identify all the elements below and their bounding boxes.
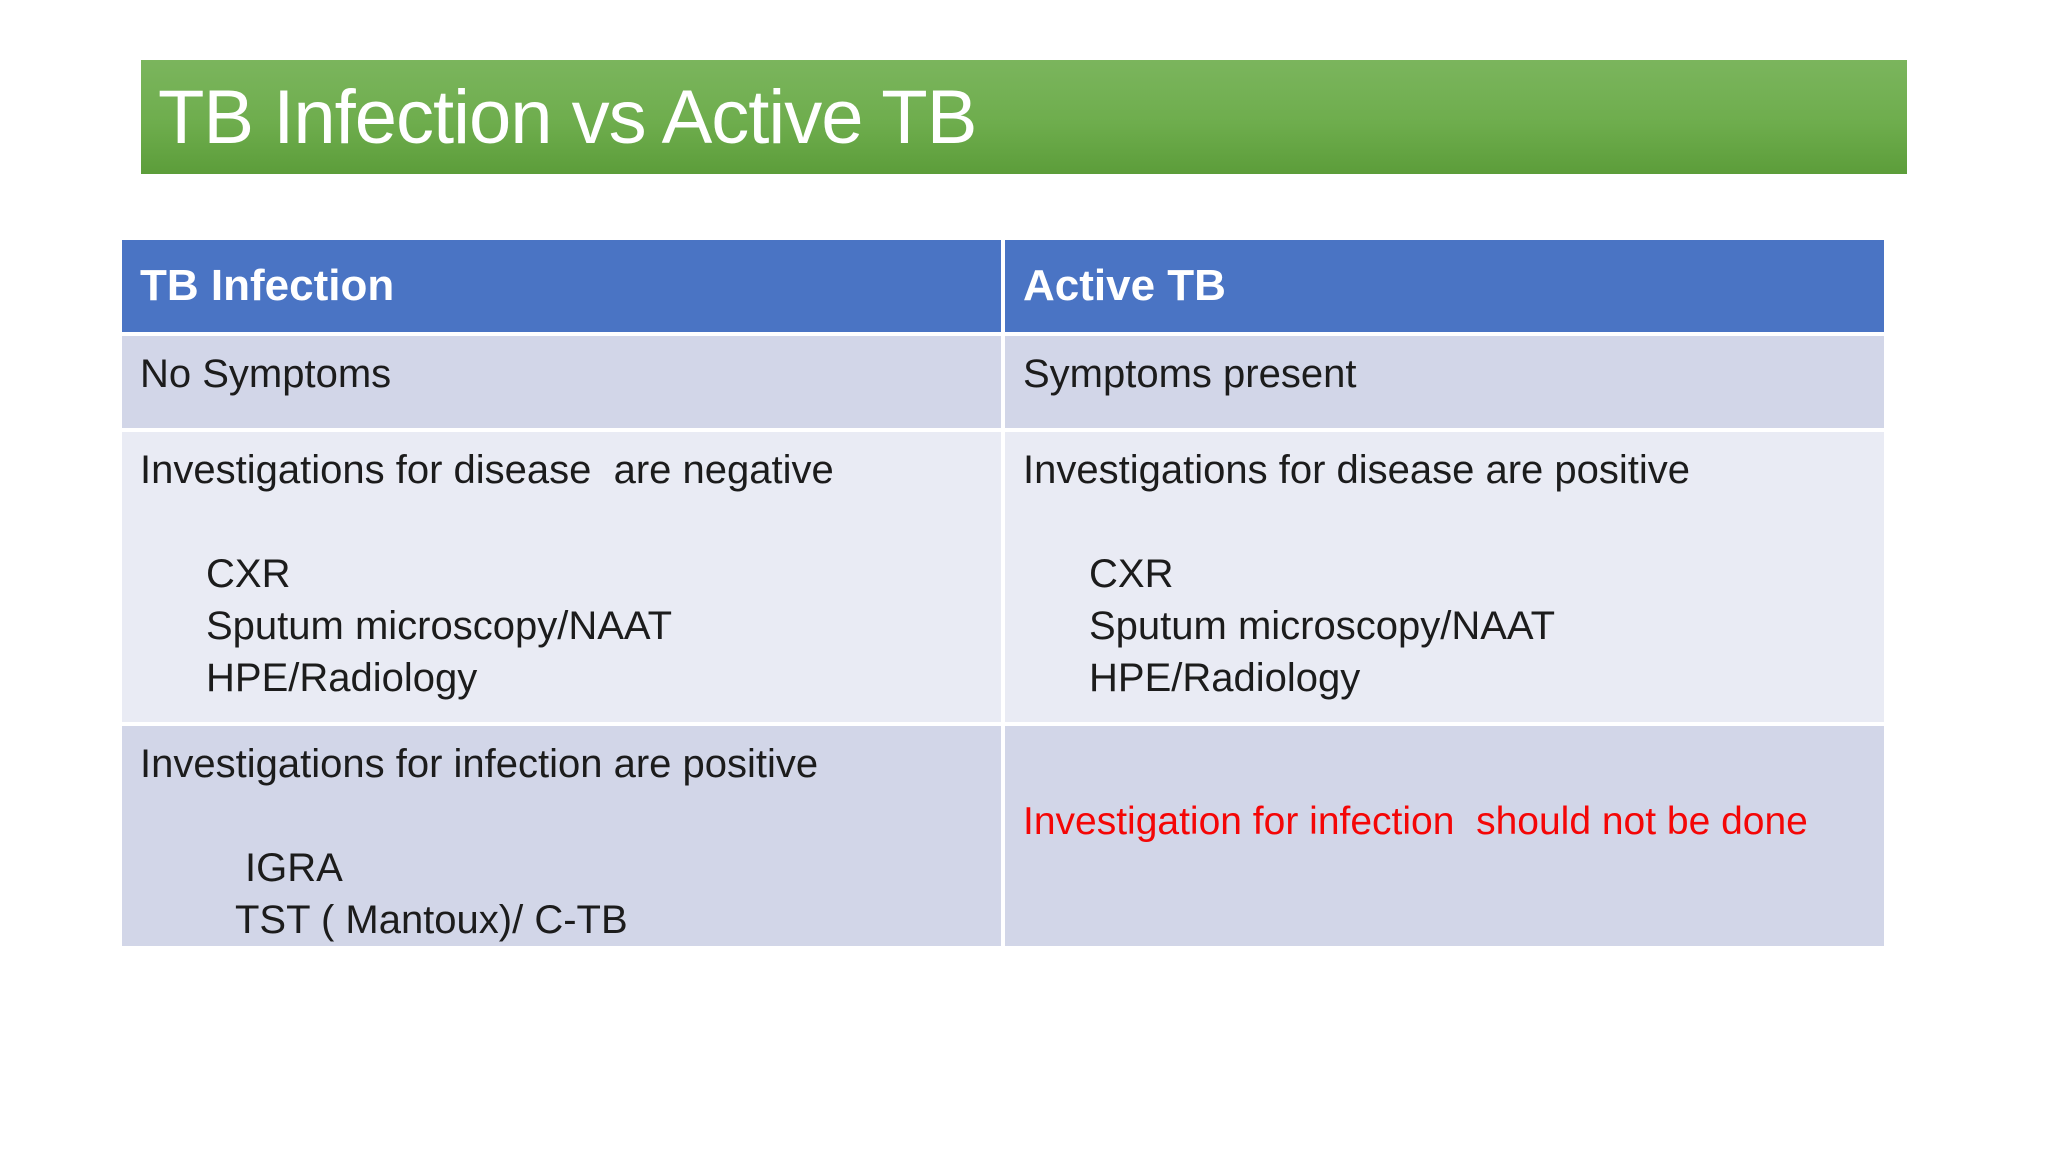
blank-line <box>1005 496 1884 548</box>
cell-disease-positive: Investigations for disease are positive … <box>1005 432 1884 722</box>
list-item: IGRA <box>245 846 343 890</box>
cell-heading: Investigations for disease are positive <box>1023 448 1691 492</box>
cell-text: Symptoms present <box>1023 352 1357 396</box>
blank-line <box>122 790 1001 842</box>
list-item: Sputum microscopy/NAAT <box>206 604 673 648</box>
list-item: CXR <box>1089 552 1174 596</box>
column-header-label: TB Infection <box>140 261 395 310</box>
table-header-cell-tb-infection: TB Infection <box>122 240 1001 332</box>
list-item: CXR <box>206 552 291 596</box>
cell-disease-negative: Investigations for disease are negative … <box>122 432 1001 722</box>
comparison-table: TB Infection Active TB No Symptoms Sympt… <box>122 240 1884 946</box>
list-item: Sputum microscopy/NAAT <box>1089 604 1556 648</box>
slide-title: TB Infection vs Active TB <box>158 74 977 160</box>
cell-infection-positive: Investigations for infection are positiv… <box>122 726 1001 946</box>
cell-infection-warning: Investigation for infection should not b… <box>1005 726 1884 946</box>
table-header-cell-active-tb: Active TB <box>1005 240 1884 332</box>
column-header-label: Active TB <box>1023 261 1226 310</box>
cell-symptoms-present: Symptoms present <box>1005 336 1884 428</box>
list-item: HPE/Radiology <box>206 656 478 700</box>
blank-line <box>122 496 1001 548</box>
list-item: TST ( Mantoux)/ C-TB <box>235 898 628 942</box>
title-banner: TB Infection vs Active TB <box>141 60 1907 174</box>
list-item: HPE/Radiology <box>1089 656 1361 700</box>
cell-text: No Symptoms <box>140 352 392 396</box>
cell-heading: Investigations for disease are negative <box>140 448 834 492</box>
warning-text: Investigation for infection should not b… <box>1023 800 1808 843</box>
cell-no-symptoms: No Symptoms <box>122 336 1001 428</box>
cell-heading: Investigations for infection are positiv… <box>140 742 819 786</box>
